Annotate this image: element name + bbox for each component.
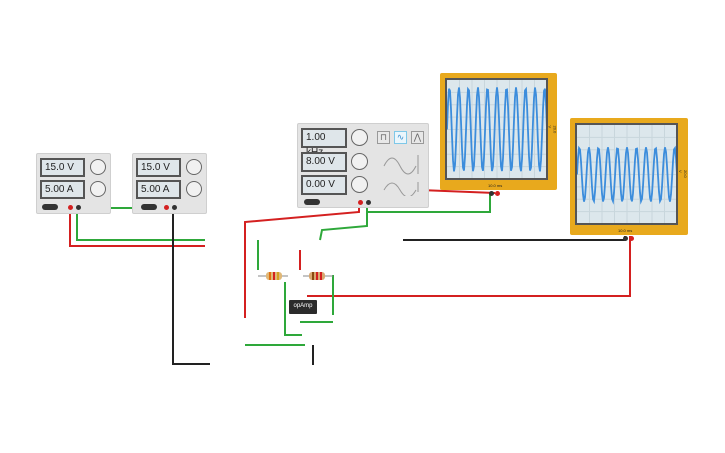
waveform-diagram-icon: [383, 155, 419, 196]
wire-black-psu2[interactable]: [172, 208, 210, 365]
volts-per-div-label: 20.0 V: [678, 170, 688, 178]
current-display: 5.00 A: [136, 180, 181, 199]
oscilloscope-screen: [575, 123, 678, 225]
time-per-div-label: 10.0 ms: [488, 183, 503, 188]
amplitude-display: 8.00 V: [301, 152, 347, 172]
time-per-div-label: 10.0 ms: [618, 228, 633, 233]
probe-negative-terminal[interactable]: [489, 191, 494, 196]
output-negative-terminal[interactable]: [366, 200, 371, 205]
oscilloscope-screen: [445, 78, 548, 180]
wire-green-bb-2[interactable]: [284, 282, 302, 336]
power-toggle[interactable]: [141, 204, 157, 210]
waveform-trace: [447, 80, 546, 178]
probe-positive-terminal[interactable]: [495, 191, 500, 196]
waveform-trace: [577, 125, 676, 223]
voltage-knob[interactable]: [186, 159, 202, 175]
function-generator[interactable]: 1.00 kHz 8.00 V 0.00 V ⊓ ∿ ⋀: [297, 123, 429, 208]
amplitude-knob[interactable]: [351, 153, 368, 170]
oscilloscope-2[interactable]: 10.0 ms 20.0 V: [570, 118, 688, 241]
positive-terminal[interactable]: [68, 205, 73, 210]
probe-negative-terminal[interactable]: [623, 236, 628, 241]
sine-wave-button[interactable]: ∿: [394, 131, 407, 144]
current-knob[interactable]: [90, 181, 106, 197]
power-supply-2[interactable]: 15.0 V 5.00 A: [132, 153, 207, 214]
sine-trace: [447, 86, 546, 172]
frequency-knob[interactable]: [351, 129, 368, 146]
wire-green-psu1-ground[interactable]: [76, 208, 205, 241]
power-toggle[interactable]: [42, 204, 58, 210]
volts-per-div-label: 20.0 V: [547, 125, 558, 134]
voltage-display: 15.0 V: [136, 158, 181, 177]
probe-positive-terminal[interactable]: [629, 236, 634, 241]
power-supply-1[interactable]: 15.0 V 5.00 A: [36, 153, 111, 214]
wire-green-fg-ground[interactable]: [319, 201, 368, 241]
resistors: [258, 272, 333, 280]
voltage-display: 15.0 V: [40, 158, 85, 177]
power-toggle[interactable]: [304, 199, 320, 205]
oscilloscope-1[interactable]: 10.0 ms 20.0 V: [440, 73, 558, 196]
offset-knob[interactable]: [351, 176, 368, 193]
frequency-display: 1.00 kHz: [301, 128, 347, 158]
sine-trace: [577, 145, 676, 205]
negative-terminal[interactable]: [172, 205, 177, 210]
negative-terminal[interactable]: [76, 205, 81, 210]
wire-red-scope2-output[interactable]: [307, 236, 631, 297]
positive-terminal[interactable]: [164, 205, 169, 210]
offset-display: 0.00 V: [301, 175, 347, 195]
square-wave-button[interactable]: ⊓: [377, 131, 390, 144]
wire-black-scope2[interactable]: [403, 236, 626, 241]
opamp-chip[interactable]: opAmp: [289, 300, 317, 314]
output-positive-terminal[interactable]: [358, 200, 363, 205]
current-knob[interactable]: [186, 181, 202, 197]
triangle-wave-button[interactable]: ⋀: [411, 131, 424, 144]
wire-red-psu1[interactable]: [69, 208, 205, 247]
current-display: 5.00 A: [40, 180, 85, 199]
voltage-knob[interactable]: [90, 159, 106, 175]
